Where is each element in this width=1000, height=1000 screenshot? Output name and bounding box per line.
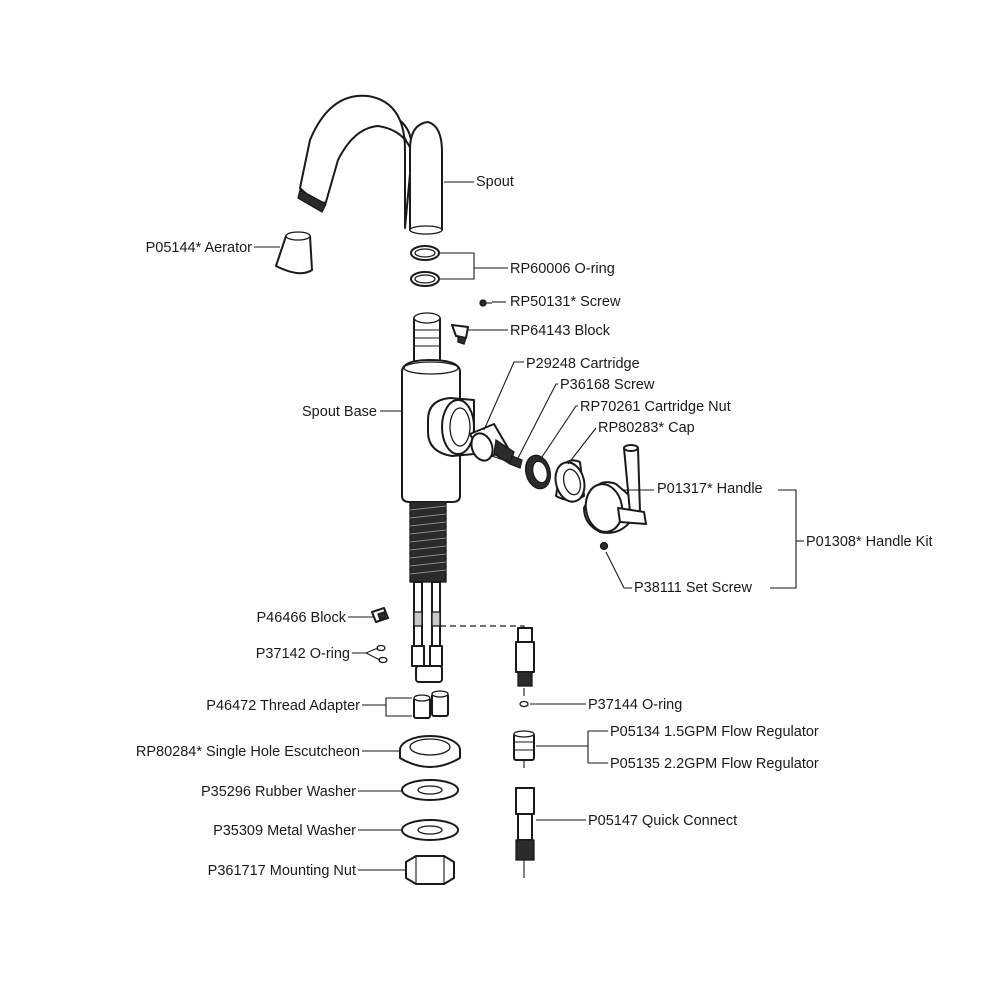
label-handle: P01317* Handle — [657, 481, 763, 497]
label-block-top: RP64143 Block — [510, 323, 611, 339]
metal-washer-part — [401, 819, 459, 841]
label-handle-kit: P01308* Handle Kit — [806, 534, 933, 550]
label-screw-top: RP50131* Screw — [510, 294, 621, 310]
thread-adapter-part — [413, 690, 449, 719]
spout-part — [297, 94, 443, 235]
callout-labels: Spout P05144* Aerator RP60006 O-ring RP5… — [136, 174, 933, 879]
label-thread-adapter: P46472 Thread Adapter — [206, 698, 360, 714]
spout-base-part — [401, 312, 475, 683]
rubber-washer-part — [401, 779, 459, 801]
handle-part — [583, 444, 647, 534]
label-cap: RP80283* Cap — [598, 420, 695, 436]
label-o-ring-low: P37142 O-ring — [256, 646, 350, 662]
label-block-low: P46466 Block — [257, 610, 347, 626]
label-mounting-nut: P361717 Mounting Nut — [208, 863, 356, 879]
label-rubber-washer: P35296 Rubber Washer — [201, 784, 356, 800]
leader-lines — [254, 181, 804, 871]
label-set-screw: P38111 Set Screw — [634, 580, 752, 596]
label-cart-nut: RP70261 Cartridge Nut — [580, 399, 731, 415]
label-aerator: P05144* Aerator — [146, 240, 253, 256]
escutcheon-part — [399, 735, 461, 768]
cartridge-part — [469, 423, 521, 467]
hose-dash-line — [440, 625, 525, 634]
label-o-ring-hose: P37144 O-ring — [588, 697, 682, 713]
label-flow-22: P05135 2.2GPM Flow Regulator — [610, 756, 819, 772]
aerator-part — [275, 231, 313, 275]
cap-part — [554, 459, 586, 503]
o-ring-low-part — [376, 644, 388, 664]
label-quick-connect: P05147 Quick Connect — [588, 813, 737, 829]
label-spout-o-ring: RP60006 O-ring — [510, 261, 615, 277]
flow-regulator-part — [513, 730, 535, 768]
label-metal-washer: P35309 Metal Washer — [213, 823, 356, 839]
spout-o-rings — [410, 245, 440, 287]
label-cartridge: P29248 Cartridge — [526, 356, 640, 372]
o-ring-hose-part — [519, 700, 529, 708]
quick-connect-part — [515, 787, 535, 878]
mounting-nut-part — [405, 855, 455, 885]
cart-nut-part — [524, 454, 552, 490]
block-top-part — [451, 324, 469, 345]
label-escutcheon: RP80284* Single Hole Escutcheon — [136, 744, 360, 760]
hose-assembly-part — [515, 627, 535, 696]
label-flow-15: P05134 1.5GPM Flow Regulator — [610, 724, 819, 740]
label-cart-screw: P36168 Screw — [560, 377, 655, 393]
set-screw-part — [599, 541, 609, 551]
block-low-part — [371, 607, 389, 623]
label-spout-base: Spout Base — [302, 404, 377, 420]
screw-top-part — [479, 299, 492, 307]
label-spout: Spout — [476, 174, 514, 190]
